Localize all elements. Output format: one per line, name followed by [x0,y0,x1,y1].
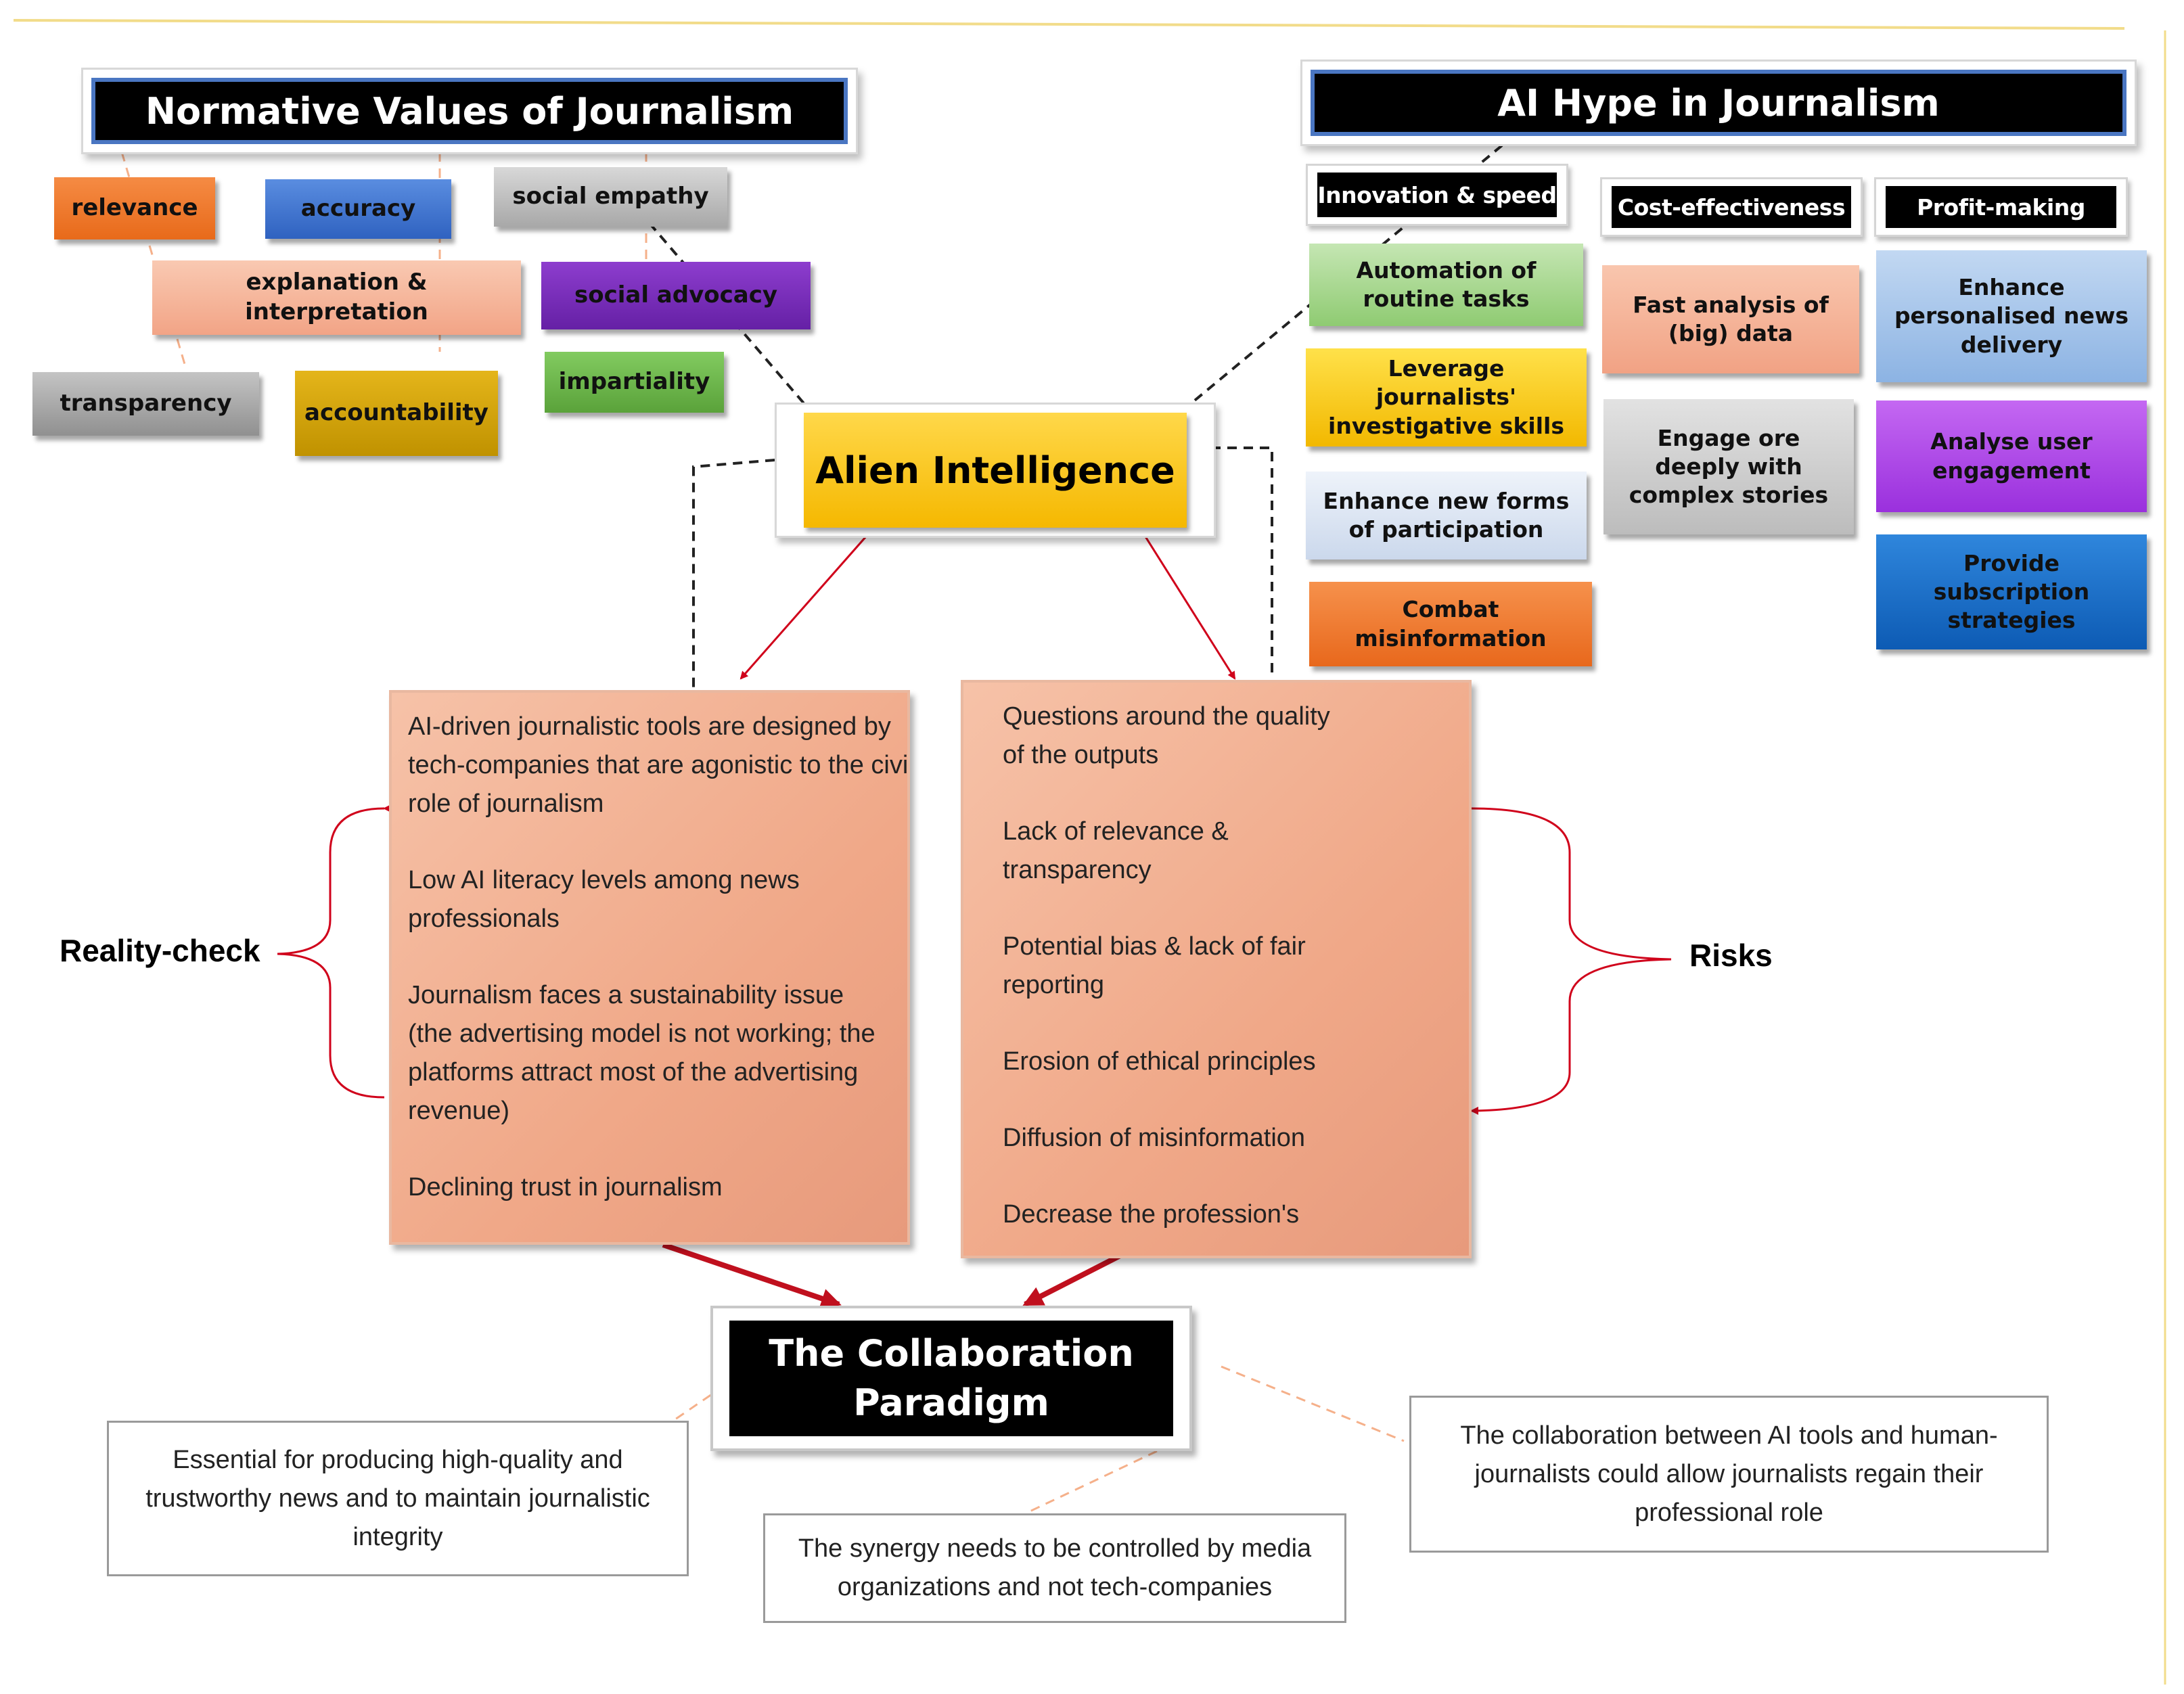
note-regain-role: The collaboration between AI tools and h… [1409,1396,2049,1553]
collab-note-dash-left [673,1375,738,1422]
reality-item-2: Low AI literacy levels among news profes… [408,866,800,933]
category-profit-making-label: Profit-making [1886,186,2116,228]
value-social-empathy: social empathy [494,167,727,227]
hype-leverage-skills: Leverage journalists' investigative skil… [1306,348,1587,447]
risk-item-1: Questions around the quality of the outp… [1003,702,1330,769]
category-innovation-speed-label: Innovation & speed [1317,173,1557,217]
value-relevance: relevance [54,177,215,239]
risks-label: Risks [1689,938,1773,973]
hype-combat-misinformation: Combat misinformation [1309,582,1592,666]
normative-header-frame: Normative Values of Journalism [81,68,858,154]
arrow-reality-to-collab [662,1242,842,1308]
risks-bracket [1470,807,1672,1115]
hype-automation: Automation of routine tasks [1309,244,1583,326]
center-to-reality-dash [692,459,775,690]
normative-header: Normative Values of Journalism [91,78,848,144]
category-innovation-speed: Innovation & speed [1306,164,1568,226]
hype-engage-stories: Engage ore deeply with complex stories [1603,399,1854,534]
reality-item-4: Declining trust in journalism [408,1173,723,1201]
reality-item-1: AI-driven journalistic tools are designe… [408,712,910,818]
value-transparency: transparency [32,372,259,436]
reality-check-label: Reality-check [60,933,260,968]
hype-fast-analysis: Fast analysis of (big) data [1602,265,1859,373]
collaboration-paradigm-title: The Collaboration Paradigm [729,1321,1173,1436]
value-impartiality: impartiality [545,352,724,413]
note-synergy: The synergy needs to be controlled by me… [763,1513,1346,1623]
hype-analyse-engagement: Analyse user engagement [1876,400,2147,512]
hype-subscription-strategies: Provide subscription strategies [1876,534,2147,649]
reality-item-3: Journalism faces a sustainability issue … [408,981,875,1125]
hype-header: AI Hype in Journalism [1311,70,2126,136]
alien-intelligence-title: Alien Intelligence [804,413,1187,528]
reality-bracket [277,804,392,1099]
risks-box: Questions around the quality of the outp… [961,680,1472,1258]
value-explanation-interpretation: explanation & interpretation [152,260,521,335]
risk-item-5: Diffusion of misinformation [1003,1124,1306,1152]
hype-header-frame: AI Hype in Journalism [1300,60,2137,146]
risk-item-2: Lack of relevance & transparency [1003,817,1229,884]
collaboration-title-line-2: Paradigm [853,1381,1049,1424]
value-accountability: accountability [295,371,498,456]
collab-note-dash-right [1221,1365,1405,1442]
value-social-advocacy: social advocacy [541,262,811,329]
risk-item-4: Erosion of ethical principles [1003,1047,1316,1076]
category-profit-making: Profit-making [1874,177,2128,237]
risk-item-6: Decrease the profession's [1003,1200,1300,1229]
value-accuracy: accuracy [265,179,451,239]
reality-check-box: AI-driven journalistic tools are designe… [389,690,910,1245]
hype-personalised-news: Enhance personalised news delivery [1876,250,2147,382]
normative-to-center-dash [648,222,813,414]
center-to-risks-dash [1211,447,1273,677]
note-integrity: Essential for producing high-quality and… [107,1421,689,1576]
collaboration-title-line-1: The Collaboration [769,1331,1134,1375]
category-cost-effectiveness: Cost-effectiveness [1600,177,1863,237]
collab-note-dash-middle [1028,1450,1158,1513]
hype-participation: Enhance new forms of participation [1306,472,1587,559]
collaboration-paradigm-frame: The Collaboration Paradigm [710,1306,1192,1451]
category-cost-effectiveness-label: Cost-effectiveness [1612,186,1851,228]
top-rule [13,19,2125,30]
alien-intelligence-frame: Alien Intelligence [775,403,1216,538]
risk-item-3: Potential bias & lack of fair reporting [1003,932,1306,999]
